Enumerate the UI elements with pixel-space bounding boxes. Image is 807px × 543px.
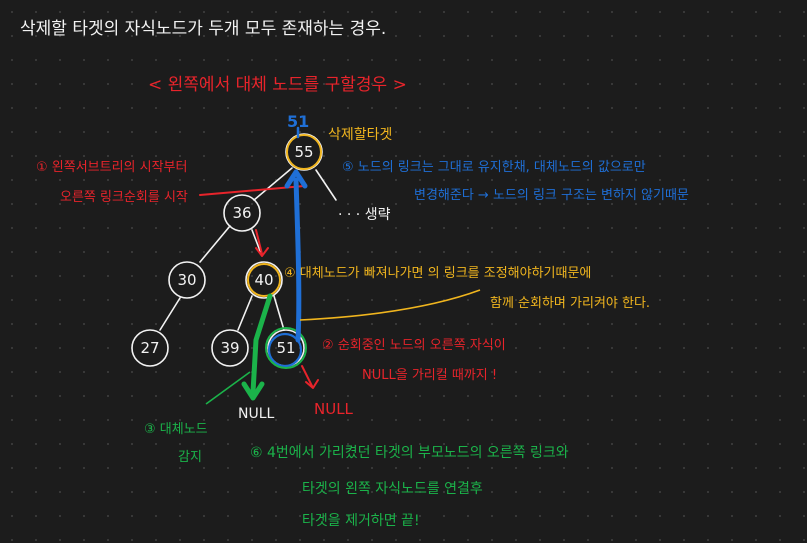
- blue-move-arrow: [293, 177, 302, 343]
- step2-line1: ② 순회중인 노드의 오른쪽 자식이: [322, 338, 506, 353]
- target-highlight: [286, 134, 322, 170]
- blue-arrowhead: [284, 169, 308, 189]
- edge-30-27: [159, 297, 181, 331]
- node-circle-39: [211, 329, 249, 367]
- green-pointer-line: [205, 371, 251, 405]
- step2-line2: NULL을 가리킬 때까지 !: [362, 368, 498, 383]
- step4-line1: ④ 대체노드가 빠져나가면 의 링크를 조정해야하기때문에: [284, 266, 592, 281]
- step1-line1: ① 왼쪽서브트리의 시작부터: [36, 160, 188, 175]
- step5-line2: 변경해준다 → 노드의 링크 구조는 변하지 않기때문: [414, 188, 689, 203]
- step1-line2: 오른쪽 링크순회를 시작: [60, 190, 188, 205]
- node-36: 36: [232, 204, 252, 222]
- target-label: 삭제할타겟: [328, 127, 393, 143]
- edge-55-right: [315, 169, 337, 201]
- red-arrowhead-2: [305, 379, 319, 389]
- page-title: 삭제할 타겟의 자식노드가 두개 모두 존재하는 경우.: [20, 19, 387, 39]
- step5-line1: ⑤ 노드의 링크는 그대로 유지한채, 대체노드의 값으로만: [342, 160, 646, 175]
- red-arrowhead-1: [255, 247, 269, 257]
- red-arrow-36-40: [255, 229, 263, 255]
- yellow-connector: [299, 289, 481, 321]
- node-30: 30: [177, 271, 197, 289]
- subtitle: < 왼쪽에서 대체 노드를 구할경우 >: [148, 75, 407, 95]
- edge-40-51: [273, 295, 285, 331]
- omitted-label: · · · 생략: [338, 207, 391, 223]
- edge-40-39: [237, 295, 253, 331]
- null-left: NULL: [238, 406, 275, 422]
- node-circle-40: [245, 261, 283, 299]
- node-circle-27: [131, 329, 169, 367]
- edge-55-36: [253, 167, 293, 201]
- parent-highlight: [247, 263, 281, 297]
- node-39: 39: [220, 339, 240, 357]
- node-40: 40: [254, 271, 274, 289]
- step3-line1: ③ 대체노드: [144, 422, 208, 437]
- node-55: 55: [294, 143, 314, 161]
- edge-36-30: [199, 225, 231, 263]
- node-51: 51: [276, 339, 296, 357]
- edge-36-40: [251, 229, 263, 257]
- replacement-highlight-blue: [267, 332, 303, 368]
- step6-line1: ⑥ 4번에서 가리켰던 타겟의 부모노드의 오른쪽 링크와: [250, 445, 569, 461]
- green-arrowhead: [241, 381, 265, 401]
- node-27: 27: [140, 339, 160, 357]
- node-circle-36: [223, 194, 261, 232]
- node-circle-30: [168, 261, 206, 299]
- step3-line2: 감지: [178, 450, 202, 465]
- step4-line2: 함께 순회하며 가리켜야 한다.: [490, 296, 651, 311]
- null-right: NULL: [314, 400, 353, 418]
- replacement-highlight-green: [265, 327, 307, 369]
- target-replacement-value: 51: [287, 112, 310, 131]
- step6-line3: 타겟을 제거하면 끝!: [302, 513, 420, 529]
- red-arrow-51-null: [301, 365, 313, 387]
- green-traverse-arrow: [250, 293, 273, 395]
- step6-line2: 타겟의 왼쪽 자식노드를 연결후: [302, 481, 483, 497]
